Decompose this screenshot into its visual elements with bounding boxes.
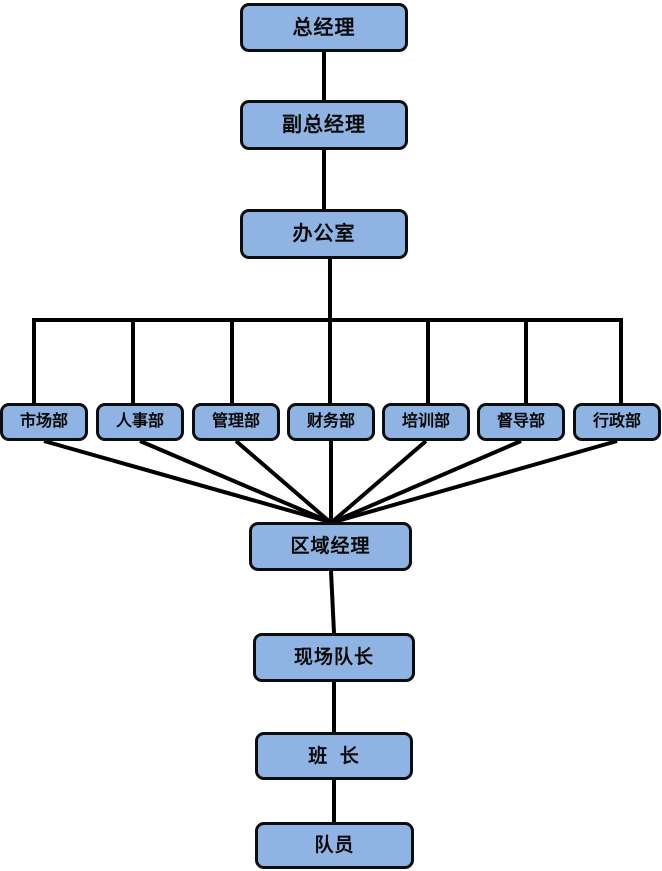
node-label-regional-manager: 区域经理 (290, 536, 371, 557)
node-label-general-manager: 总经理 (292, 16, 356, 39)
node-team-member[interactable]: 队员 (255, 822, 414, 869)
node-regional-manager[interactable]: 区域经理 (249, 522, 412, 571)
node-label-administration-dept: 行政部 (592, 413, 641, 430)
node-label-hr-dept: 人事部 (115, 413, 164, 430)
node-marketing-dept[interactable]: 市场部 (0, 403, 88, 441)
node-supervision-dept[interactable]: 督导部 (477, 403, 565, 441)
node-label-site-team-leader: 现场队长 (293, 647, 374, 668)
node-label-management-dept: 管理部 (211, 413, 260, 430)
node-office[interactable]: 办公室 (240, 209, 408, 259)
node-label-deputy-general-manager: 副总经理 (282, 114, 366, 136)
node-label-team-member: 队员 (314, 835, 355, 856)
edge-training-to-regional (330, 439, 428, 524)
edge-administration-to-regional (333, 439, 618, 524)
node-label-office: 办公室 (292, 223, 356, 245)
node-training-dept[interactable]: 培训部 (382, 403, 470, 441)
edge-marketing-to-regional (43, 439, 331, 524)
edge-hr-to-regional (139, 439, 331, 524)
node-hr-dept[interactable]: 人事部 (96, 403, 184, 441)
edge-regional-to-site-leader (329, 570, 336, 634)
edge-supervision-to-regional (332, 439, 522, 524)
node-site-team-leader[interactable]: 现场队长 (253, 633, 415, 682)
node-label-supervision-dept: 督导部 (496, 413, 545, 430)
edge-management-to-regional (234, 439, 332, 524)
node-label-marketing-dept: 市场部 (19, 413, 68, 430)
node-label-shift-leader: 班 长 (308, 745, 360, 767)
node-general-manager[interactable]: 总经理 (240, 3, 408, 52)
node-label-training-dept: 培训部 (401, 413, 450, 430)
node-finance-dept[interactable]: 财务部 (287, 403, 375, 441)
node-administration-dept[interactable]: 行政部 (573, 403, 661, 441)
node-deputy-general-manager[interactable]: 副总经理 (240, 100, 408, 150)
node-shift-leader[interactable]: 班 长 (255, 732, 413, 780)
node-label-finance-dept: 财务部 (306, 413, 355, 430)
node-management-dept[interactable]: 管理部 (192, 403, 280, 441)
